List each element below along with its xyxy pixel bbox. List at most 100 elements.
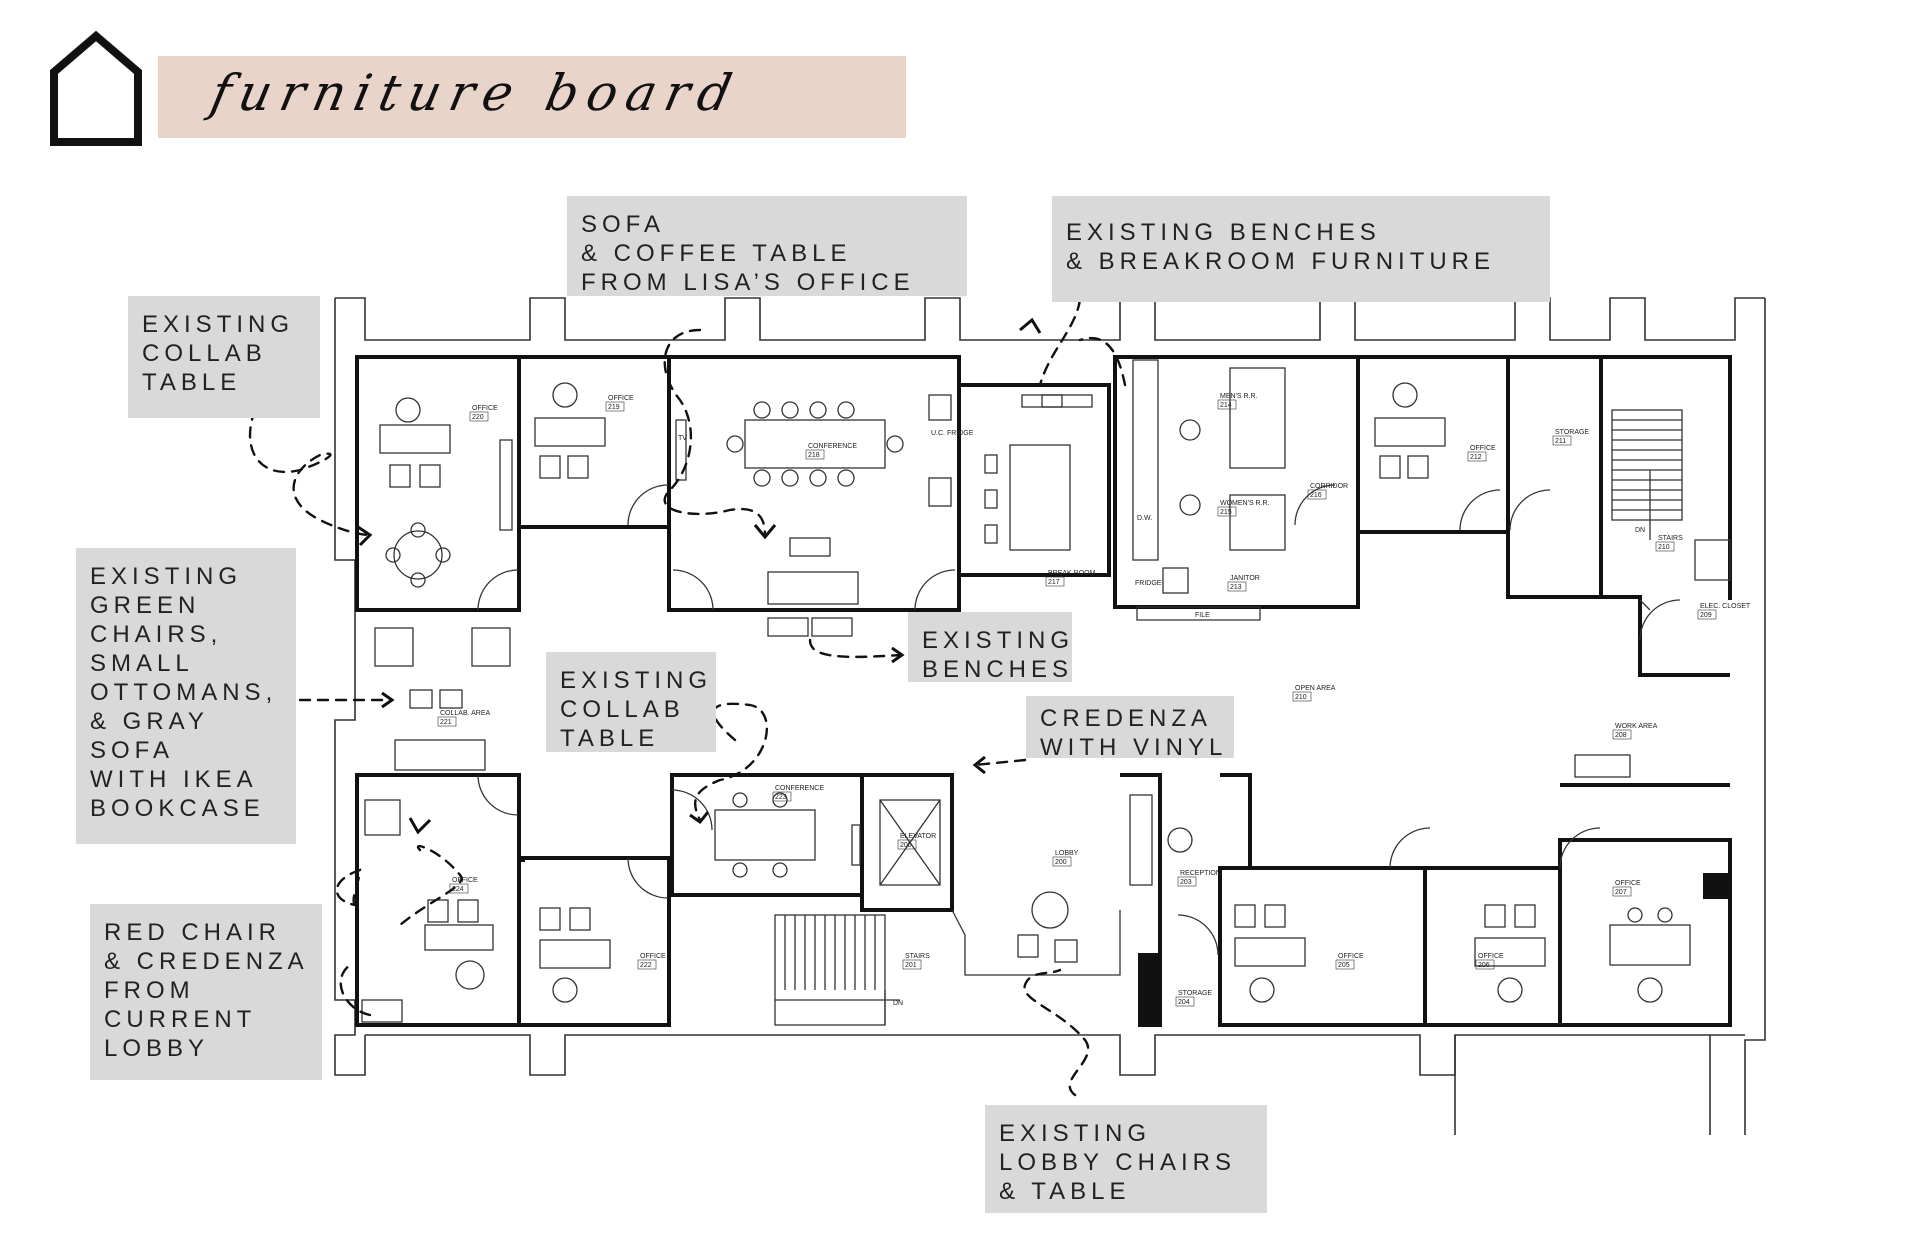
room-number-label: 221	[440, 719, 452, 726]
room-name-label: WOMEN'S R.R.	[1220, 500, 1270, 507]
room-name-label: COLLAB. AREA	[440, 710, 491, 717]
room-number-label: 200	[1055, 859, 1067, 866]
exterior-wall-top	[335, 297, 1765, 341]
label-line: & CREDENZA	[104, 948, 309, 975]
wall-office-207	[1558, 838, 1732, 1027]
room-name-label: CORRIDOR	[1310, 483, 1348, 490]
label-line: CREDENZA	[1040, 705, 1213, 732]
label-line: OTTOMANS,	[90, 679, 278, 706]
room-number-label: 215	[1220, 509, 1232, 516]
wall-office-206	[1423, 866, 1562, 1027]
house-outline-icon	[50, 30, 142, 146]
dw-label: D.W.	[1137, 515, 1152, 522]
label-lobby-chairs: EXISTING LOBBY CHAIRS & TABLE	[985, 1105, 1267, 1213]
label-line: EXISTING BENCHES	[1066, 219, 1381, 246]
room-name-label: LOBBY	[1055, 850, 1079, 857]
room-number-label: 224	[452, 886, 464, 893]
room-name-label: CONFERENCE	[775, 785, 824, 792]
room-number-label: 210	[1295, 694, 1307, 701]
room-name-label: OFFICE	[1478, 953, 1504, 960]
room-number-box	[1175, 996, 1195, 1007]
fridge-label: FRIDGE	[1135, 580, 1162, 587]
label-line: & GRAY	[90, 708, 209, 735]
room-number-box	[1612, 886, 1632, 897]
arrow-credenza-vinyl	[973, 758, 1027, 767]
room-name-label: OFFICE	[1470, 445, 1496, 452]
room-number-box	[1217, 399, 1237, 410]
room-number-box	[1335, 959, 1355, 970]
room-number-box	[1052, 856, 1072, 867]
room-name-label: OFFICE	[1338, 953, 1364, 960]
label-collab-table-1: EXISTING COLLAB TABLE	[128, 296, 320, 418]
room-name-label: RECEPTION	[1180, 870, 1221, 877]
room-number-box	[1045, 576, 1065, 587]
room-number-label: 219	[608, 404, 620, 411]
label-line: EXISTING	[999, 1120, 1152, 1147]
label-line: CHAIRS,	[90, 621, 223, 648]
room-number-box	[1217, 506, 1237, 517]
label-line: FROM LISA’S OFFICE	[581, 269, 915, 296]
label-existing-benches: EXISTING BENCHES	[908, 612, 1072, 683]
label-line: COLLAB	[560, 696, 685, 723]
room-name-label: OFFICE	[608, 395, 634, 402]
label-line: CURRENT	[104, 1006, 257, 1033]
arrow-collab-table-1	[248, 408, 372, 537]
label-line: WITH IKEA	[90, 766, 258, 793]
file-label: FILE	[1195, 612, 1210, 619]
room-number-box	[772, 791, 792, 802]
room-name-label: CONFERENCE	[808, 443, 857, 450]
room-name-label: OFFICE	[452, 877, 478, 884]
room-number-label: 222	[640, 962, 652, 969]
title-banner: furniture board	[158, 56, 906, 138]
room-name-label: STAIRS	[905, 953, 930, 960]
room-number-label: 201	[905, 962, 917, 969]
room-number-label: 209	[1700, 612, 1712, 619]
label-line: LOBBY CHAIRS	[999, 1149, 1236, 1176]
room-number-box	[1612, 729, 1632, 740]
label-green-chairs: EXISTING GREEN CHAIRS, SMALL OTTOMANS, &…	[76, 548, 296, 844]
label-collab-table-2: EXISTING COLLAB TABLE	[546, 652, 716, 752]
arrow-sofa-lisa	[663, 328, 767, 537]
room-number-box	[1467, 451, 1487, 462]
wall-office-220	[355, 355, 521, 612]
room-name-label: BREAK ROOM	[1048, 570, 1096, 577]
label-line: FROM	[104, 977, 195, 1004]
room-number-box	[1655, 541, 1675, 552]
label-line: LOBBY	[104, 1035, 210, 1062]
label-line: SMALL	[90, 650, 194, 677]
room-number-box	[437, 716, 457, 727]
label-line: EXISTING	[142, 311, 295, 338]
label-sofa-coffee-table: SOFA & COFFEE TABLE FROM LISA’S OFFICE	[567, 196, 967, 296]
room-number-label: 200	[900, 842, 912, 849]
wall-elevator	[860, 773, 954, 912]
room-number-label: 217	[1048, 579, 1060, 586]
wall-break-room	[957, 383, 1111, 577]
room-name-label: OFFICE	[472, 405, 498, 412]
tv-label: TV	[678, 435, 687, 442]
arrow-benches-breakroom	[1038, 298, 1127, 387]
room-name-label: OFFICE	[640, 953, 666, 960]
label-line: SOFA	[581, 211, 666, 238]
label-line: WITH VINYL	[1040, 734, 1228, 761]
wall-storage-211	[1506, 355, 1603, 599]
room-number-box	[1227, 581, 1247, 592]
dn-label-top: DN	[1635, 527, 1645, 534]
label-red-chair: RED CHAIR & CREDENZA FROM CURRENT LOBBY	[90, 904, 322, 1080]
room-number-box	[1307, 489, 1327, 500]
label-line: & COFFEE TABLE	[581, 240, 852, 267]
room-number-box	[1552, 435, 1572, 446]
dn-label-bottom: DN	[893, 1000, 903, 1007]
room-name-label: WORK AREA	[1615, 723, 1658, 730]
fridge-uc-label: U.C. FRIDGE	[931, 430, 974, 437]
label-line: TABLE	[142, 369, 242, 396]
room-name-label: JANITOR	[1230, 575, 1260, 582]
room-number-box	[805, 449, 825, 460]
room-number-label: 210	[1658, 544, 1670, 551]
room-name-label: ELEVATOR	[900, 833, 936, 840]
room-number-label: 213	[1230, 584, 1242, 591]
room-number-label: 207	[1615, 889, 1627, 896]
room-number-box	[902, 959, 922, 970]
room-number-label: 211	[1555, 438, 1566, 445]
